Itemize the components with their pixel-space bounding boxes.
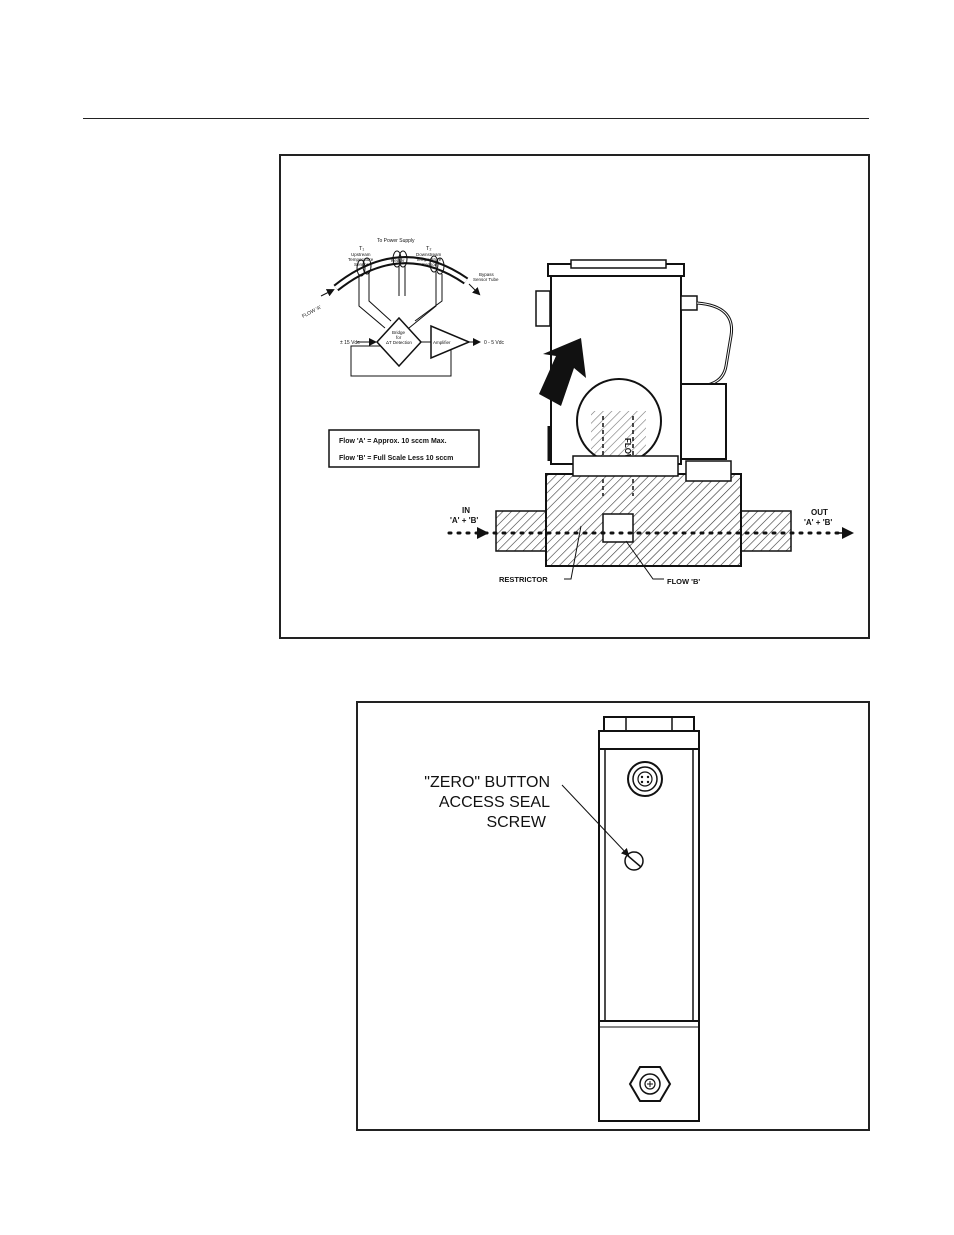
flow-a-schematic-label: FLOW 'A' [301, 305, 322, 320]
sensor-schematic: To Power Supply T₁ Upstream Temperature … [301, 238, 505, 377]
bridge-line2: for [396, 335, 402, 340]
t1-line1: Upstream [351, 252, 371, 257]
t2-line1: Downstream [416, 252, 442, 257]
power-supply-label: To Power Supply [377, 238, 415, 244]
bridge-line1: Bridge [392, 330, 406, 335]
instrument-front-view [561, 716, 700, 1122]
bridge-line3: ΔT Detection [386, 340, 412, 345]
t1-line2: Temperature [348, 257, 374, 262]
flow-principle-drawing: To Power Supply T₁ Upstream Temperature … [301, 238, 854, 586]
output-voltage-label: 0 - 5 Vdc [484, 340, 505, 346]
t2-label: T₂ [426, 246, 432, 252]
in-flow-label: 'A' + 'B' [450, 516, 478, 525]
legend-flow-a: Flow 'A' = Approx. 10 sccm Max. [339, 438, 447, 445]
supply-voltage-label: ± 15 Vdc [340, 340, 360, 346]
restrictor-label: RESTRICTOR [499, 575, 548, 584]
header-rule [83, 118, 869, 119]
zero-callout-line3: SCREW [486, 814, 546, 831]
zero-button-figure: "ZERO" BUTTON ACCESS SEAL SCREW [356, 701, 870, 1131]
cutaway-drawing: FLOW 'A' IN 'A' + 'B' OUT 'A' + 'B' REST… [447, 259, 854, 586]
amplifier-label: Amplifier [433, 340, 451, 345]
t2-line3: Sensor [422, 262, 437, 267]
t1-label: T₁ [359, 246, 364, 252]
bypass-line2: Sensor Tube [473, 277, 499, 282]
legend-flow-b: Flow 'B' = Full Scale Less 10 sccm [339, 455, 453, 462]
t1-line3: Sensor [354, 262, 369, 267]
out-label: OUT [811, 508, 828, 517]
zero-callout-line2: ACCESS SEAL [439, 794, 550, 811]
heater-label: Heater [391, 258, 405, 263]
zero-button-drawing: "ZERO" BUTTON ACCESS SEAL SCREW [424, 716, 700, 1122]
zero-callout-line1: "ZERO" BUTTON [424, 774, 550, 791]
t2-line2: Temperature [416, 257, 442, 262]
flow-principle-figure: To Power Supply T₁ Upstream Temperature … [279, 154, 870, 639]
out-flow-label: 'A' + 'B' [804, 518, 832, 527]
flow-b-label: FLOW 'B' [667, 577, 700, 586]
bypass-line1: Bypass [479, 272, 495, 277]
in-label: IN [462, 506, 470, 515]
flow-legend-box: Flow 'A' = Approx. 10 sccm Max. Flow 'B'… [328, 429, 480, 468]
